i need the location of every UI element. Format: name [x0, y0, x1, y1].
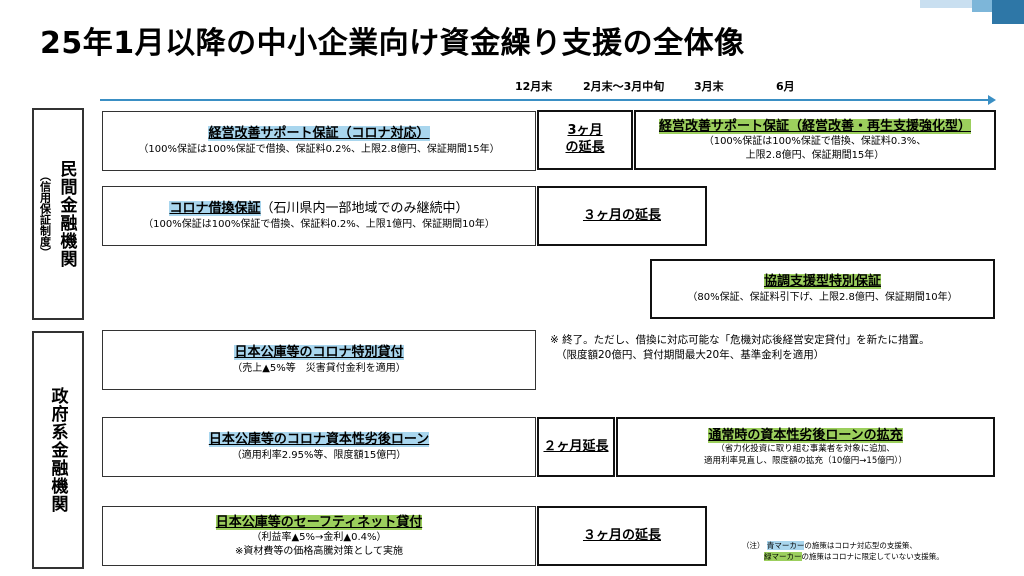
jfc-corona-special-loan-box: 日本公庫等のコロナ特別貸付 （売上▲5%等 災害貸付金利を適用）	[102, 330, 536, 390]
page-title: 25年1月以降の中小企業向け資金繰り支援の全体像	[40, 26, 745, 61]
coop-support-title: 協調支援型特別保証	[763, 274, 881, 290]
jfc-safety-net-detail-2: ※資材費等の価格高騰対策として実施	[234, 545, 404, 557]
footnote-blue-desc: の施策はコロナ対応型の支援策、	[804, 541, 917, 550]
extension-2months-label: ２ヶ月延長	[543, 438, 609, 454]
jfc-safety-net-detail-1: （利益率▲5%→金利▲0.4%）	[251, 532, 387, 544]
marker-footnote: （注） 青マーカーの施策はコロナ対応型の支援策、 緑マーカーの施策はコロナに限定…	[742, 540, 944, 563]
side-label-government: 政府系金融機関	[32, 331, 84, 569]
corona-refinance-detail: （100%保証は100%保証で借換、保証料0.2%、上限1億円、保証期間10年）	[143, 219, 495, 231]
mgmt-support-new-box: 経営改善サポート保証（経営改善・再生支援強化型） （100%保証は100%保証で…	[634, 110, 996, 170]
timeline-label-mar-end: 3月末	[694, 80, 724, 93]
mgmt-support-guarantee-box: 経営改善サポート保証（コロナ対応） （100%保証は100%保証で借換、保証料0…	[102, 111, 536, 171]
mgmt-support-title: 経営改善サポート保証（コロナ対応）	[208, 126, 430, 142]
extension-3months-c-label: ３ヶ月の延長	[582, 527, 661, 543]
timeline-line	[100, 99, 990, 101]
capital-expand-detail-1: （省力化投資に取り組む事業者を対象に追加、	[716, 444, 895, 455]
jfc-corona-loan-detail: （売上▲5%等 災害貸付金利を適用）	[232, 363, 406, 375]
mgmt-support-new-title: 経営改善サポート保証（経営改善・再生支援強化型）	[658, 118, 971, 134]
capital-expand-detail-2: 適用利率見直し、限度額の拡充（10億円→15億円））	[703, 455, 907, 466]
footnote-prefix: （注）	[742, 541, 765, 550]
jfc-corona-loan-title: 日本公庫等のコロナ特別貸付	[234, 345, 404, 361]
jfc-safety-net-title: 日本公庫等のセーフティネット貸付	[215, 514, 423, 530]
mgmt-support-new-detail-2: 上限2.8億円、保証期間15年）	[745, 149, 885, 161]
corner-decoration-mid	[972, 0, 992, 12]
extension-3months-line2: の延長	[565, 140, 605, 155]
timeline-label-dec: 12月末	[515, 80, 553, 93]
timeline-label-feb-mar: 2月末〜3月中旬	[583, 80, 665, 93]
extension-3months-box-b: ３ヶ月の延長	[537, 186, 707, 246]
extension-3months-line1: 3ヶ月	[567, 123, 603, 139]
corner-decoration-light	[920, 0, 972, 8]
coop-support-guarantee-box: 協調支援型特別保証 （80%保証、保証料引下げ、上限2.8億円、保証期間10年）	[650, 259, 995, 319]
coop-support-detail: （80%保証、保証料引下げ、上限2.8億円、保証期間10年）	[687, 292, 958, 304]
capital-loan-expansion-box: 通常時の資本性劣後ローンの拡充 （省力化投資に取り組む事業者を対象に追加、 適用…	[616, 417, 995, 477]
extension-3months-box-c: ３ヶ月の延長	[537, 506, 707, 566]
government-finance-label: 政府系金融機関	[47, 387, 68, 513]
extension-2months-box: ２ヶ月延長	[537, 417, 615, 477]
credit-guarantee-label: （信用保証制度）	[38, 170, 52, 258]
corner-decoration-dark	[992, 0, 1024, 24]
extension-3months-box-a: 3ヶ月 の延長	[537, 110, 633, 170]
side-label-private: 民間金融機関 （信用保証制度）	[32, 108, 84, 320]
corona-refinance-box: コロナ借換保証（石川県内一部地域でのみ継続中） （100%保証は100%保証で借…	[102, 186, 536, 246]
footnote-blue-marker: 青マーカー	[766, 541, 805, 550]
footnote-green-desc: の施策はコロナに限定していない支援策。	[801, 552, 944, 562]
timeline-arrow-icon	[988, 95, 996, 105]
jfc-capital-loan-box: 日本公庫等のコロナ資本性劣後ローン （適用利率2.95%等、限度額15億円）	[102, 417, 536, 477]
timeline-label-jun: 6月	[776, 80, 795, 93]
jfc-capital-loan-detail: （適用利率2.95%等、限度額15億円）	[231, 450, 407, 462]
jfc-safety-net-loan-box: 日本公庫等のセーフティネット貸付 （利益率▲5%→金利▲0.4%） ※資材費等の…	[102, 506, 536, 566]
end-note-line2: （限度額20億円、貸付期間最大20年、基準金利を適用）	[556, 349, 825, 361]
extension-3months-b-label: ３ヶ月の延長	[582, 207, 661, 223]
end-note-line1: ※ 終了。ただし、借換に対応可能な「危機対応後経営安定貸付」を新たに措置。	[550, 334, 930, 346]
footnote-green-marker: 緑マーカー	[764, 552, 802, 562]
capital-expand-title: 通常時の資本性劣後ローンの拡充	[708, 427, 903, 443]
corona-refinance-scope: （石川県内一部地域でのみ継続中）	[260, 201, 469, 217]
jfc-capital-loan-title: 日本公庫等のコロナ資本性劣後ローン	[208, 432, 430, 448]
mgmt-support-new-detail-1: （100%保証は100%保証で借換、保証料0.3%、	[703, 136, 927, 148]
corona-refinance-title: コロナ借換保証	[169, 201, 261, 217]
private-finance-label: 民間金融機関	[56, 160, 77, 268]
mgmt-support-detail: （100%保証は100%保証で借換、保証料0.2%、上限2.8億円、保証期間15…	[138, 144, 500, 156]
